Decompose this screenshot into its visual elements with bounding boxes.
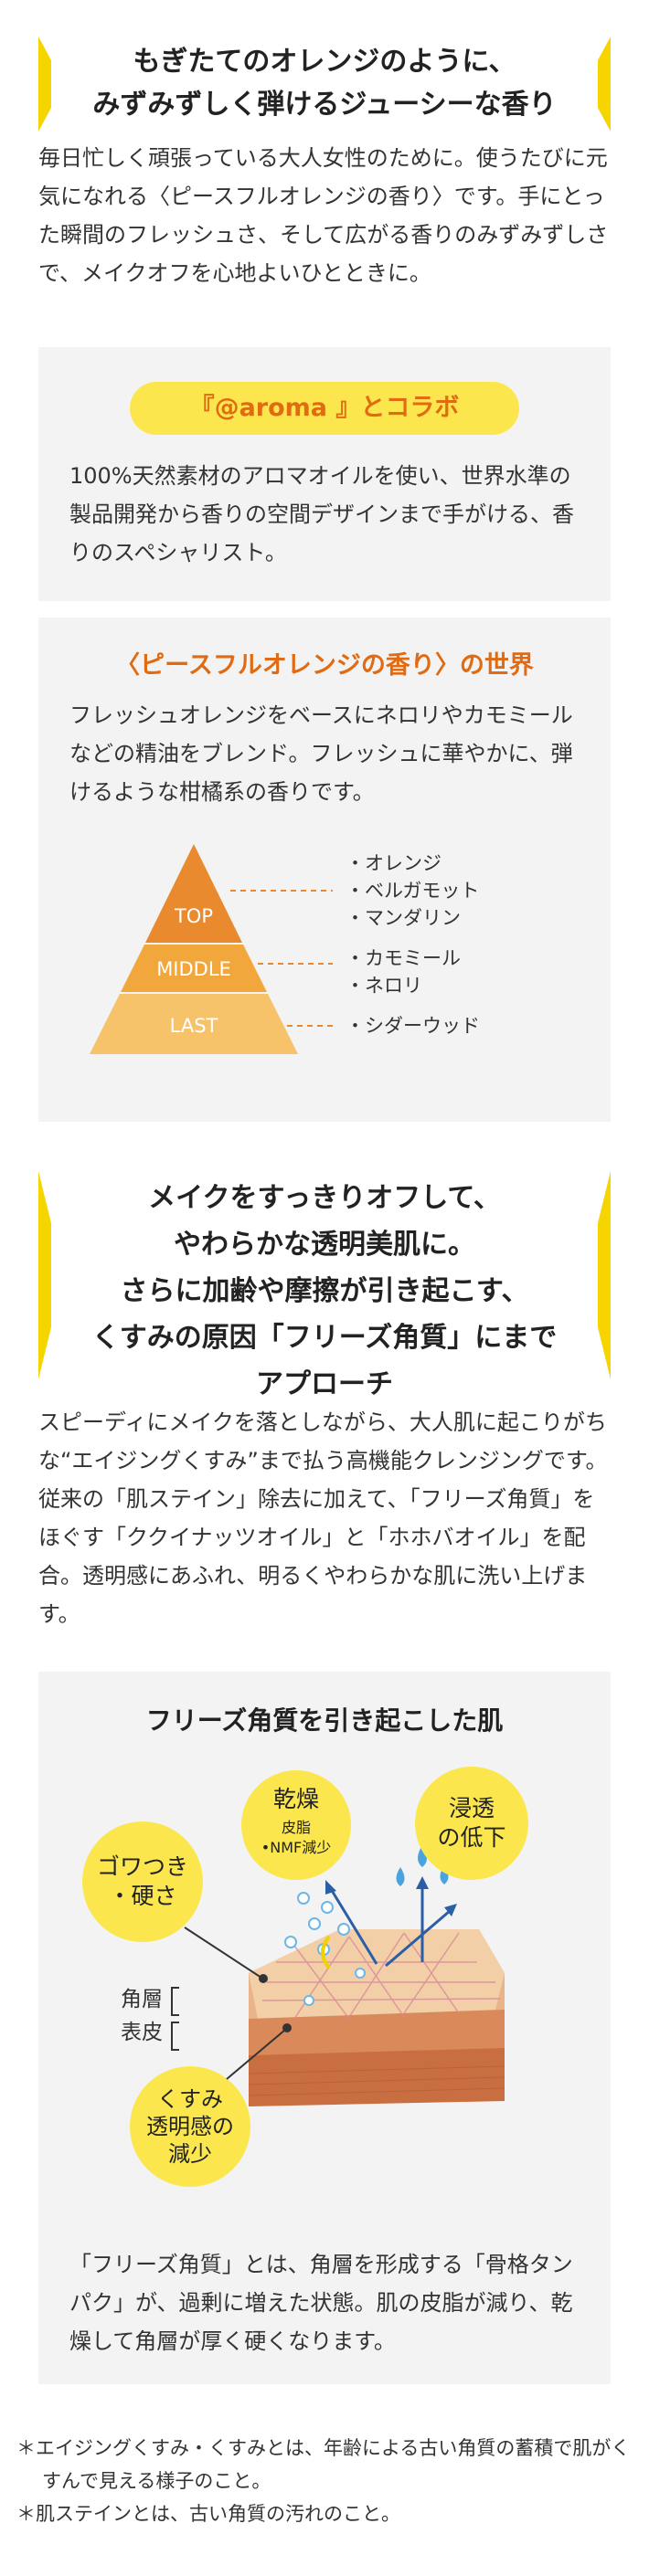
headline-line: もぎたてのオレンジのように、 (133, 46, 516, 78)
frozen-keratin-panel: フリーズ角質を引き起こした肌 (38, 1672, 611, 2384)
cell-grid (261, 1932, 501, 2020)
dullness-pointer (226, 2029, 286, 2080)
fragrance-world-text: フレッシュオレンジをベースにネロリやカモミールなどの精油をブレンド。フレッシュに… (69, 702, 573, 805)
top-note: ・マンダリン (346, 907, 461, 929)
epidermis-bracket (171, 2022, 179, 2051)
frozen-keratin-title: フリーズ角質を引き起こした肌 (145, 1705, 504, 1736)
permeation-bubble (415, 1767, 528, 1880)
headline-line: くすみの原因「フリーズ角質」にまで (91, 1322, 558, 1354)
headline-fresh-orange: もぎたてのオレンジのように、 みずみずしく弾けるジューシーな香り (38, 40, 611, 132)
top-note: ・ベルガモット (346, 880, 479, 902)
dermis-face (249, 2048, 505, 2106)
footnote: ＊肌ステインとは、古い角質の汚れのこと。 (16, 2503, 400, 2525)
dryness-bubble (241, 1770, 351, 1880)
pyramid-last-layer (90, 994, 298, 1054)
roughness-line: ・硬さ (108, 1883, 176, 1909)
fragrance-pyramid: TOP MIDDLE LAST ・オレンジ ・ベルガモット ・マンダリン ・カモ… (90, 844, 480, 1054)
pyramid-middle-label: MIDDLE (156, 958, 231, 980)
headline-line: アプローチ (256, 1368, 393, 1400)
dryness-sub: 皮脂 (282, 1819, 311, 1836)
headline-line: やわらかな透明美肌に。 (174, 1229, 475, 1261)
pyramid-middle-layer (121, 945, 267, 992)
footnotes: ＊エイジングくすみ・くすみとは、年齢による古い角質の蓄積で肌がくすんで見える様子… (16, 2432, 638, 2530)
fragrance-world-title: 〈ピースフルオレンジの香り〉の世界 (115, 651, 534, 680)
headline-makeup-off: メイクをすっきりオフして、 やわらかな透明美肌に。 さらに加齢や摩擦が引き起こす… (38, 1175, 611, 1400)
dullness-line: 透明感の (146, 2114, 234, 2139)
pyramid-top-label: TOP (174, 905, 213, 927)
headline-line: みずみずしく弾けるジューシーな香り (92, 89, 557, 121)
collab-panel: 『@aroma 』とコラボ 100%天然素材のアロマオイルを使い、世界水準の製品… (38, 347, 611, 601)
moisture-dots (284, 1892, 366, 2006)
skin-block (248, 1929, 505, 2106)
pyramid-top-layer (145, 844, 242, 943)
dullness-pointer-dot (282, 2023, 292, 2032)
footnote: ＊エイジングくすみ・くすみとは、年齢による古い角質の蓄積で肌がくすんで見える様子… (16, 2437, 631, 2492)
yellow-wave (321, 1935, 331, 1969)
frozen-keratin-text: 「フリーズ角質」とは、角層を形成する「骨格タンパク」が、過剰に増えた状態。肌の皮… (69, 2252, 573, 2354)
fragrance-world-panel: 〈ピースフルオレンジの香り〉の世界 フレッシュオレンジをベースにネロリやカモミー… (38, 618, 611, 1122)
intro-text: 毎日忙しく頑張っている大人女性のために。使うたびに元気になれる〈ピースフルオレン… (38, 145, 609, 286)
dullness-line: くすみ (157, 2086, 223, 2112)
top-note: ・オレンジ (346, 852, 442, 874)
middle-note: ・ネロリ (346, 975, 422, 997)
last-note: ・シダーウッド (346, 1015, 480, 1037)
stratum-bracket (171, 1987, 179, 2016)
cleansing-text: スピーディにメイクを落としながら、大人肌に起こりがちな“エイジングくすみ”まで払… (38, 1409, 608, 1627)
epidermis-label: 表皮 (121, 2021, 163, 2044)
dryness-title: 乾燥 (273, 1786, 319, 1812)
collab-title: 『@aroma 』とコラボ (130, 382, 519, 435)
middle-note: ・カモミール (346, 947, 461, 969)
upward-arrows (325, 1876, 457, 1968)
stratum-corneum-label: 角層 (121, 1988, 163, 2011)
dullness-bubble (130, 2066, 250, 2187)
dryness-sub: •NMF減少 (261, 1839, 331, 1856)
roughness-pointer-dot (259, 1974, 268, 1983)
skin-diagram: 乾燥 皮脂 •NMF減少 浸透 の低下 ゴワつき ・硬さ くすみ 透明感の 減少… (82, 1767, 528, 2187)
permeation-line: 浸透 (449, 1795, 495, 1821)
pyramid-last-label: LAST (170, 1015, 218, 1037)
headline-line: さらに加齢や摩擦が引き起こす、 (120, 1275, 529, 1307)
roughness-line: ゴワつき (97, 1853, 188, 1880)
collab-text: 100%天然素材のアロマオイルを使い、世界水準の製品開発から香りの空間デザインま… (69, 463, 574, 565)
roughness-bubble (82, 1821, 203, 1942)
dermis-lines (248, 2065, 505, 2096)
dullness-line: 減少 (168, 2141, 212, 2167)
roughness-pointer (184, 1927, 262, 1979)
permeation-line: の低下 (437, 1824, 505, 1851)
headline-line: メイクをすっきりオフして、 (148, 1182, 501, 1214)
